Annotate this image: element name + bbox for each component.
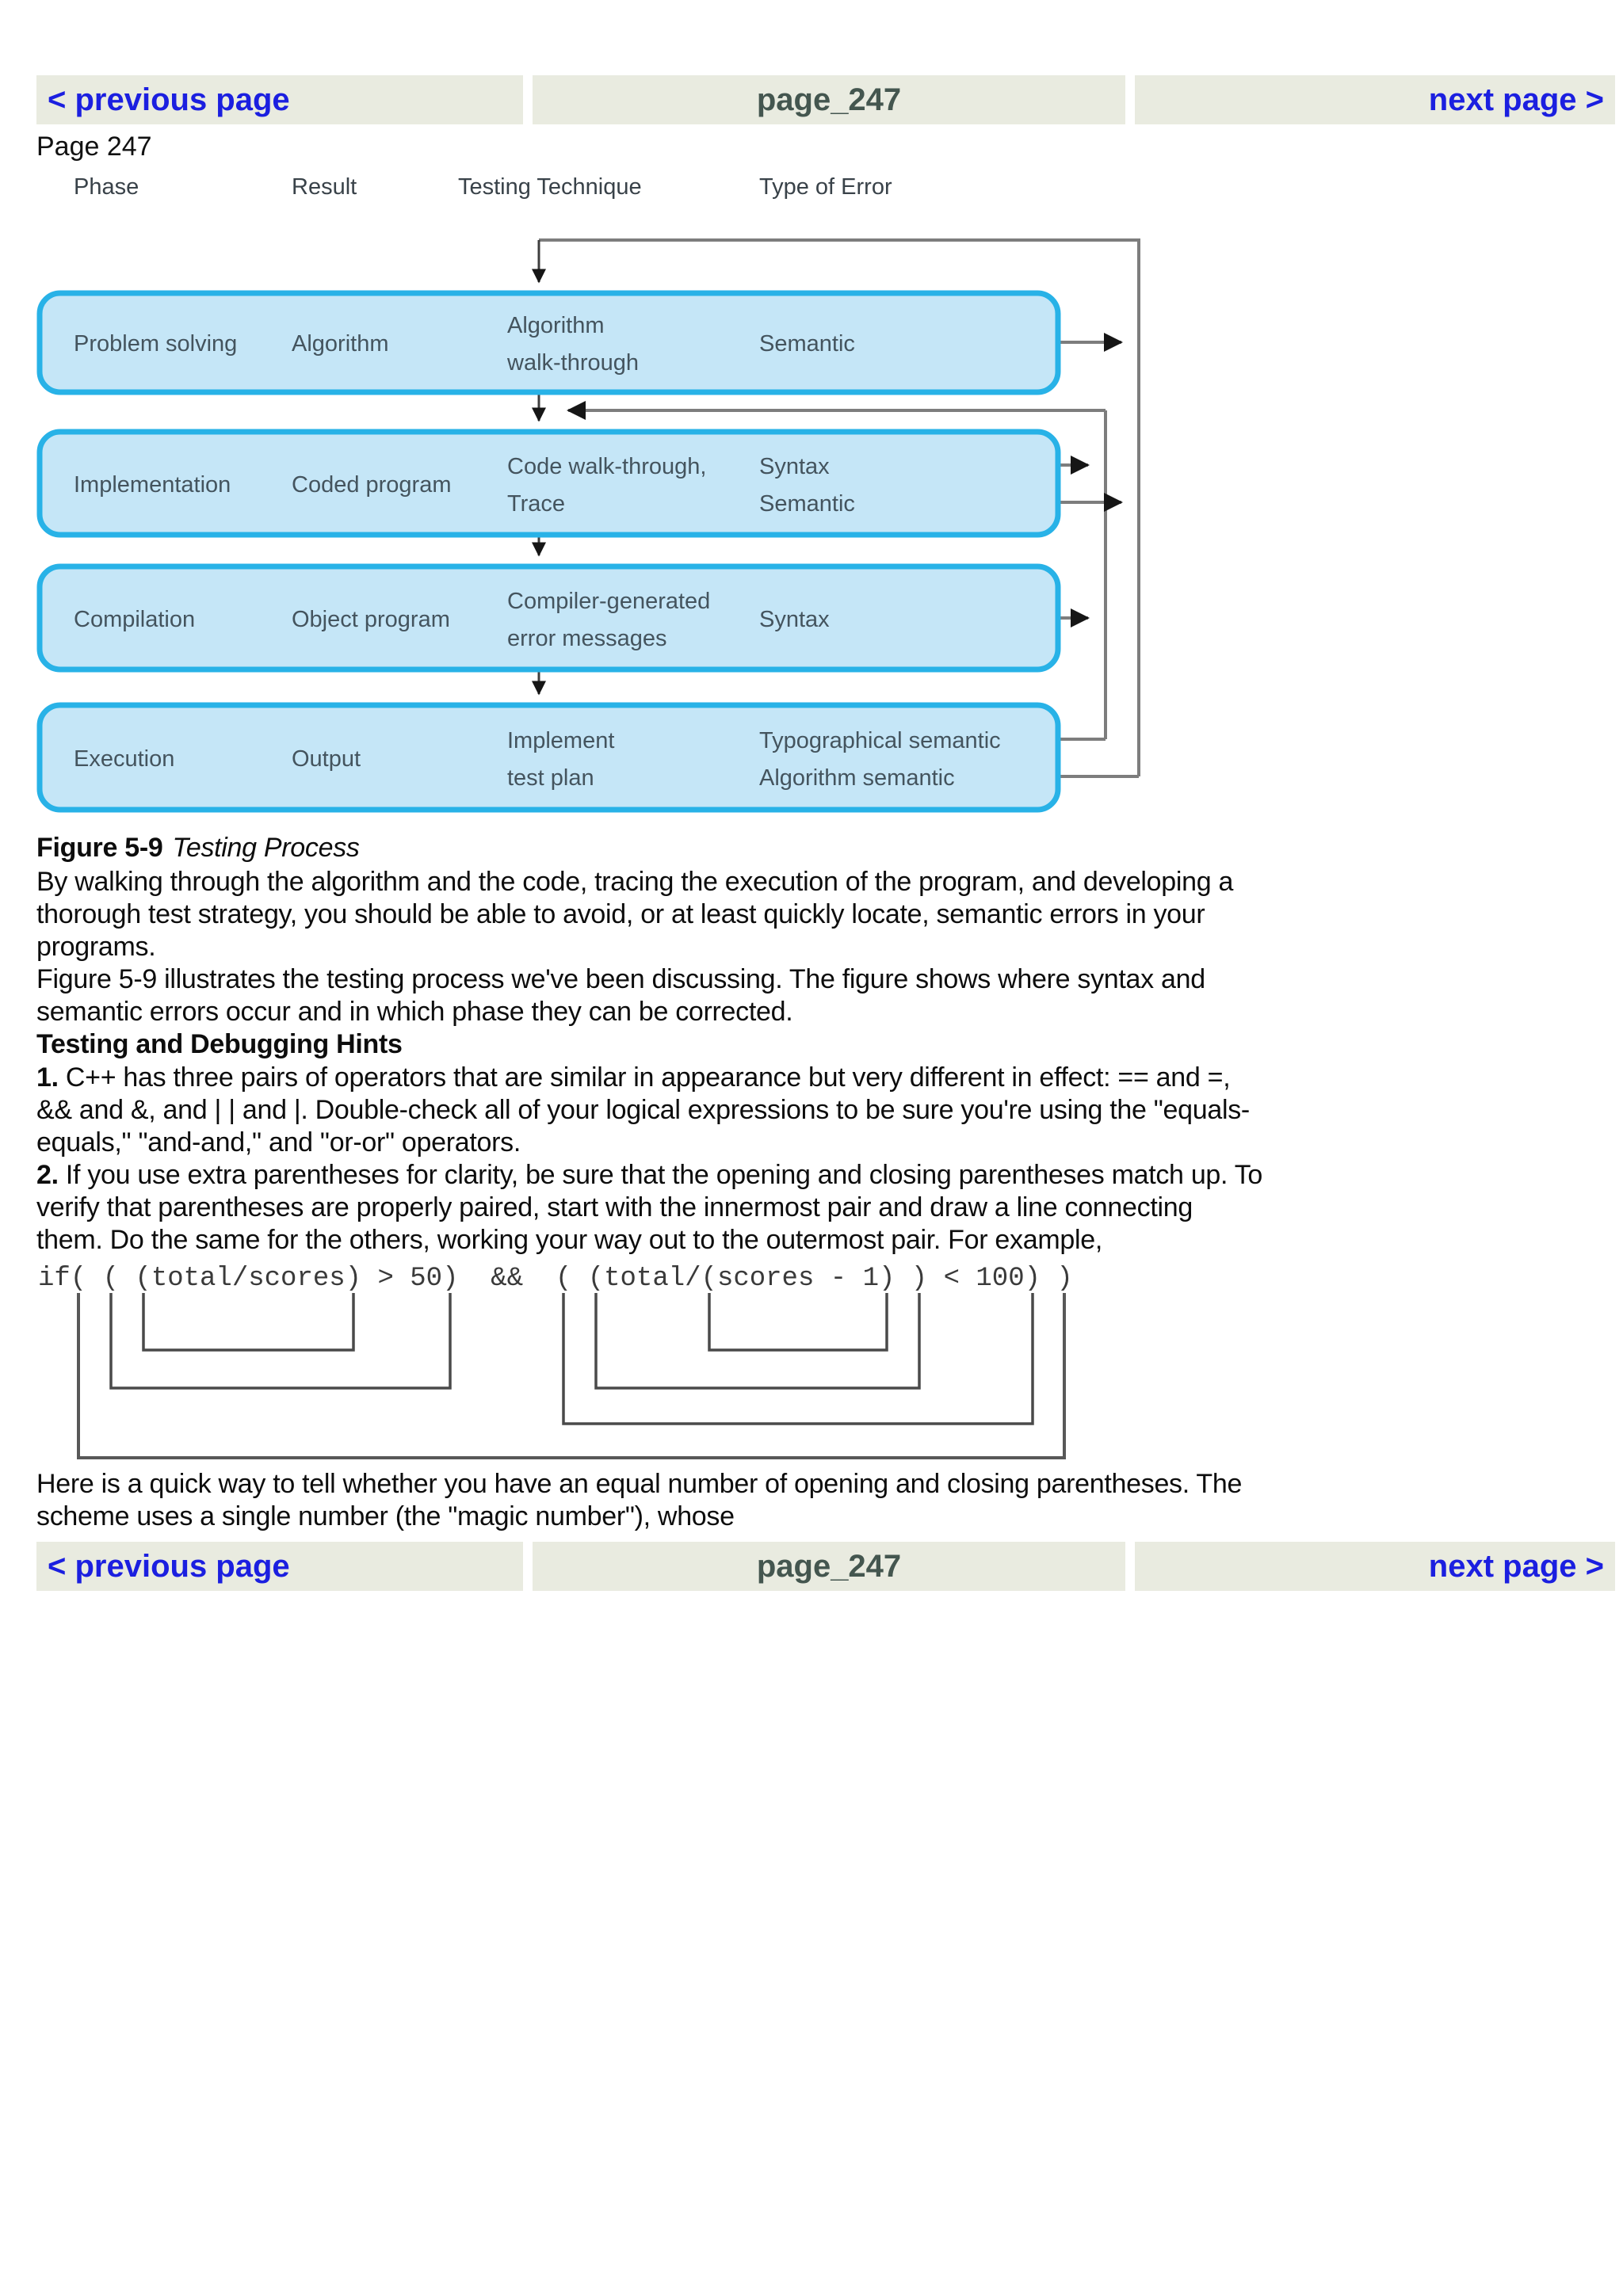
paragraph-figure-reference: Figure 5-9 illustrates the testing proce…	[36, 963, 1205, 1028]
outer-feedback-line	[539, 238, 1140, 776]
row2-box	[36, 429, 1061, 538]
row1-error1: Semantic	[759, 331, 855, 357]
hint1-number: 1.	[36, 1062, 59, 1093]
hint1-line: && and &, and | | and |. Double-check al…	[36, 1095, 1250, 1125]
paren-bracket-middle-left	[109, 1293, 452, 1390]
next-page-link[interactable]: next page >	[1135, 1542, 1615, 1591]
previous-page-link[interactable]: < previous page	[36, 1542, 523, 1591]
paragraph-line: Here is a quick way to tell whether you …	[36, 1469, 1243, 1499]
row3-result: Object program	[292, 607, 450, 632]
hint-item-2: 2. If you use extra parentheses for clar…	[36, 1159, 1262, 1257]
hint2-line: them. Do the same for the others, workin…	[36, 1225, 1102, 1255]
figure-header-error: Type of Error	[759, 174, 892, 200]
hint2-number: 2.	[36, 1160, 59, 1190]
paragraph-line: By walking through the algorithm and the…	[36, 867, 1234, 897]
row1-box	[36, 290, 1061, 395]
testing-process-figure: Phase Result Testing Technique Type of E…	[36, 174, 1140, 813]
row3-phase: Compilation	[74, 607, 195, 632]
next-page-link[interactable]: next page >	[1135, 75, 1615, 124]
row3-box	[36, 563, 1061, 673]
row3-technique-line2: error messages	[507, 626, 666, 651]
paragraph-line: programs.	[36, 932, 156, 962]
row4-result: Output	[292, 746, 361, 772]
figure-caption: Figure 5-9 Testing Process	[36, 832, 360, 864]
nav-bar-bottom: < previous page page_247 next page >	[36, 1542, 1615, 1591]
paren-bracket-middle-right	[594, 1293, 921, 1390]
paren-bracket-inner-right	[708, 1293, 888, 1352]
row4-phase: Execution	[74, 746, 174, 772]
row3-technique-line1: Compiler-generated	[507, 589, 710, 614]
figure-caption-label: Figure 5-9	[36, 833, 163, 863]
row2-result: Coded program	[292, 472, 452, 498]
row4-error1: Typographical semantic	[759, 728, 1001, 753]
paragraph-line: Figure 5-9 illustrates the testing proce…	[36, 964, 1205, 994]
nav-bar-top: < previous page page_247 next page >	[36, 75, 1615, 124]
paragraph-testing-strategy: By walking through the algorithm and the…	[36, 866, 1233, 963]
paragraph-line: scheme uses a single number (the "magic …	[36, 1501, 735, 1531]
paren-matching-diagram: if( ( (total/scores) > 50) && ( (total/(…	[38, 1264, 1073, 1459]
row4-technique-line2: test plan	[507, 765, 594, 791]
page-id-label: page_247	[533, 1542, 1125, 1591]
paragraph-line: semantic errors occur and in which phase…	[36, 997, 793, 1027]
row1-technique-line1: Algorithm	[507, 313, 605, 338]
row2-phase: Implementation	[74, 472, 231, 498]
figure-caption-title: Testing Process	[172, 833, 360, 863]
hint-item-1: 1. C++ has three pairs of operators that…	[36, 1062, 1250, 1159]
row2-technique-line1: Code walk-through,	[507, 454, 706, 479]
hints-heading: Testing and Debugging Hints	[36, 1029, 403, 1059]
code-expression: if( ( (total/scores) > 50) && ( (total/(…	[38, 1264, 1073, 1294]
figure-header-result: Result	[292, 174, 357, 200]
hint1-line: C++ has three pairs of operators that ar…	[58, 1062, 1231, 1093]
paren-bracket-inner-left	[142, 1293, 355, 1352]
figure-header-phase: Phase	[74, 174, 139, 200]
page-number-label: Page 247	[36, 132, 152, 162]
paren-bracket-outermost	[77, 1293, 1066, 1459]
row4-technique-line1: Implement	[507, 728, 614, 753]
hint2-line: If you use extra parentheses for clarity…	[58, 1160, 1263, 1190]
paren-bracket-outer-right	[562, 1293, 1034, 1425]
hint2-line: verify that parentheses are properly pai…	[36, 1192, 1193, 1222]
row2-error1: Syntax	[759, 454, 830, 479]
closing-paragraph: Here is a quick way to tell whether you …	[36, 1468, 1242, 1533]
row1-result: Algorithm	[292, 331, 389, 357]
row1-phase: Problem solving	[74, 331, 237, 357]
row2-error2: Semantic	[759, 491, 855, 517]
previous-page-link[interactable]: < previous page	[36, 75, 523, 124]
row4-error2: Algorithm semantic	[759, 765, 955, 791]
row4-box	[36, 702, 1061, 813]
figure-header-technique: Testing Technique	[458, 174, 642, 200]
row1-technique-line2: walk-through	[506, 350, 639, 376]
row3-error1: Syntax	[759, 607, 830, 632]
hint1-line: equals," "and-and," and "or-or" operator…	[36, 1127, 521, 1158]
row2-technique-line2: Trace	[507, 491, 565, 517]
paragraph-line: thorough test strategy, you should be ab…	[36, 899, 1205, 929]
page-id-label: page_247	[533, 75, 1125, 124]
